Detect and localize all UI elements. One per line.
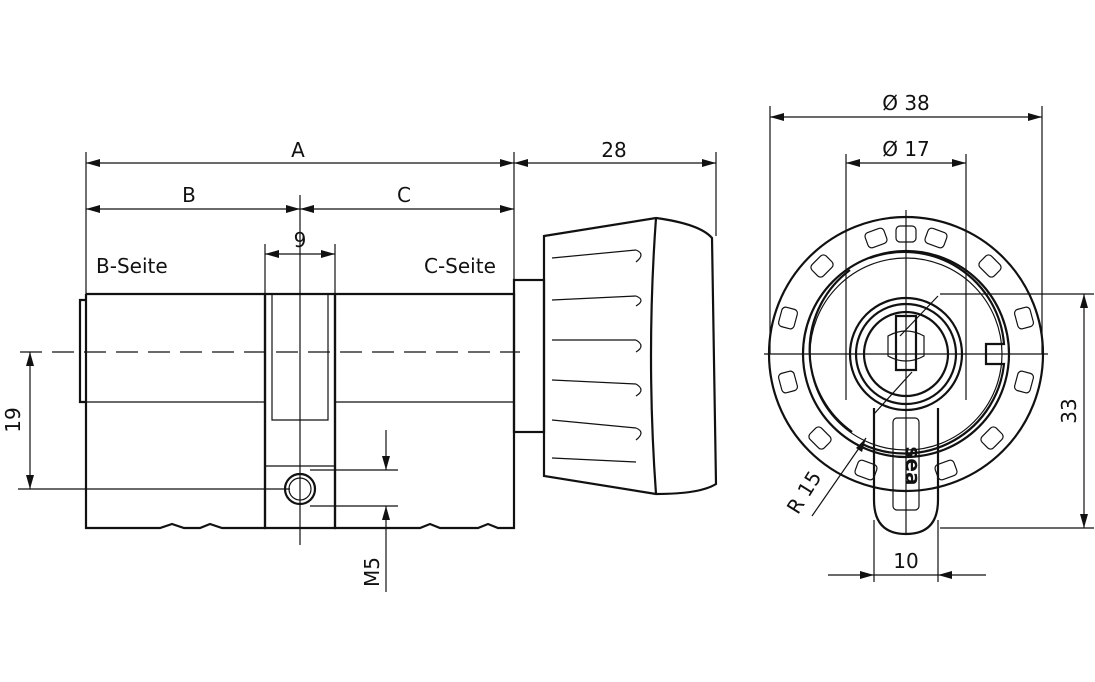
front-dimensions: Ø 38 Ø 17 33 10 R 15 xyxy=(769,91,1094,582)
dim-19-label: 19 xyxy=(1,407,25,432)
cylinder-front-view xyxy=(764,210,1048,536)
b-seite-label: B-Seite xyxy=(96,254,168,278)
dim-28-label: 28 xyxy=(601,138,626,162)
dim-33-label: 33 xyxy=(1057,398,1081,423)
dim-a-label: A xyxy=(291,138,305,162)
side-dimensions: A 28 B C 9 B-Seite C-Seite 19 M5 xyxy=(1,138,717,592)
brand-logo: sea xyxy=(901,447,925,486)
dim-b-label: B xyxy=(182,183,196,207)
dim-9-label: 9 xyxy=(294,228,307,252)
dim-r15-label: R 15 xyxy=(782,467,827,518)
c-seite-label: C-Seite xyxy=(424,254,496,278)
dim-m5-label: M5 xyxy=(360,557,384,587)
dim-dia38-label: Ø 38 xyxy=(882,91,930,115)
knurl-bumps xyxy=(777,225,1035,481)
dim-c-label: C xyxy=(397,183,411,207)
dim-10-label: 10 xyxy=(893,549,918,573)
dim-dia17-label: Ø 17 xyxy=(882,137,930,161)
